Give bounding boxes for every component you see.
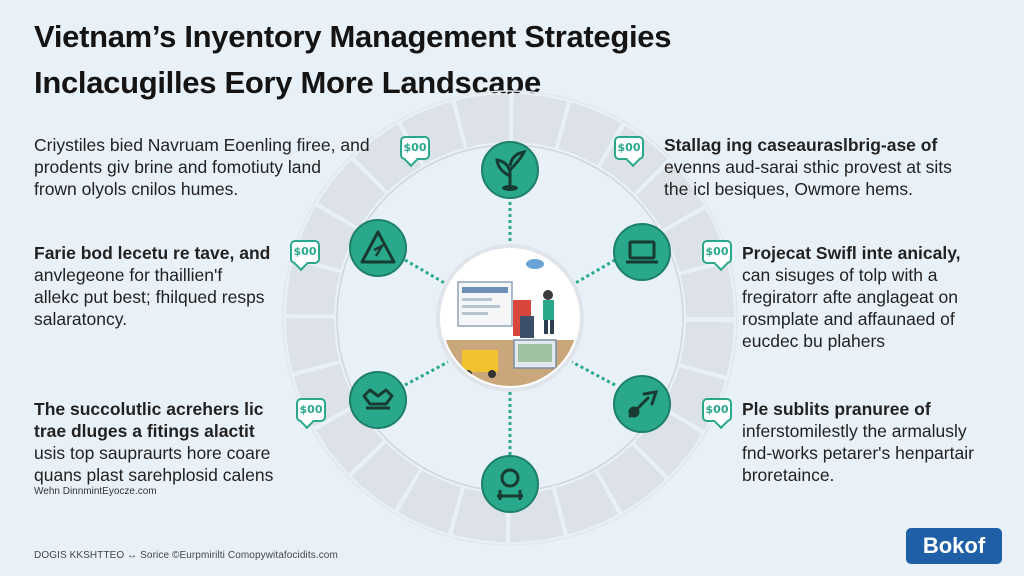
text-line: frown olyols cnilos humes. [34,179,239,199]
worker-leg [550,320,554,334]
text-line: eucdec bu plahers [742,331,886,351]
worker-body [543,300,554,320]
forklift-wheel [488,370,496,378]
forklift [462,350,498,372]
worker-head [543,290,553,300]
worker-leg [544,320,548,334]
connector-upper-left [404,258,449,287]
connector-upper-right [571,258,616,287]
money-tag-icon: $00 [702,240,732,264]
connector-lower-right [571,360,616,387]
money-tag-icon: $00 [400,136,430,160]
text-block-top-right: Stallag ing caseauraslbrig-ase of evenns… [664,134,1004,200]
node-bottom [481,455,539,513]
brand-logo[interactable]: Bokof [906,528,1002,564]
text-line: allekc put best; fhilqued resps [34,287,265,307]
money-tag-icon: $00 [296,398,326,422]
text-line-lead: trae dluges a fitings alactit [34,421,255,441]
title-line-1: Vietnam’s Inyentory Management Strategie… [34,19,672,54]
center-warehouse-scene [436,244,584,392]
text-line: prodents giv brine and fomotiuty land [34,157,321,177]
title-line-2: Inclacugilles Eory More Landscape [34,65,541,100]
node-top [481,141,539,199]
text-line: the icl besiques, Owmore hems. [664,179,913,199]
layers-icon [362,388,394,410]
text-line: evenns aud-sarai sthic provest at sits [664,157,952,177]
laptop-icon [626,240,658,264]
node-bottom-circle [481,455,539,513]
text-line-lead: Projecat Swifl inte anicaly, [742,243,961,263]
text-line: can sisuges of tolp with a [742,265,938,285]
monitor-screen [518,344,552,362]
text-block-mid-left: Farie bod lecetu re tave, and anvlegeone… [34,242,324,330]
ring-outer-edge [282,90,738,546]
node-lower-right [613,375,671,433]
connector-lower-left [404,360,449,387]
text-line-lead: Farie bod lecetu re tave, and [34,243,271,263]
plant-icon [495,150,527,191]
text-line: usis top saupraurts hore coare [34,443,271,463]
node-lower-left-circle [349,371,407,429]
warning-triangle-icon [360,230,396,264]
outer-ring [282,90,738,546]
doc-line [462,305,500,308]
text-line-lead: The succolutlic acrehers lic [34,399,264,419]
money-tag-icon: $00 [614,136,644,160]
text-block-bottom-right: Ple sublits pranuree of inferstomilestly… [742,398,1004,486]
text-block-mid-right: Projecat Swifl inte anicaly, can sisuges… [742,242,1004,352]
connectors [404,196,616,455]
text-line: inferstomilestly the armalusly [742,421,967,441]
text-line-lead: Stallag ing caseauraslbrig-ase of [664,135,938,155]
text-line: broretaince. [742,465,835,485]
node-upper-left [349,219,407,277]
doc-header [462,287,508,293]
text-line: anvlegeone for thaillien'f [34,265,223,285]
doc-line [462,312,488,315]
text-block-bottom-left: The succolutlic acrehers lic trae dluges… [34,398,324,486]
text-line: fregiratorr afte anglageat on [742,287,958,307]
text-line: quans plast sarehplosid calens [34,465,274,485]
node-upper-right-circle [613,223,671,281]
source-note: Wehn DinnmintEyocze.com [34,486,157,497]
dark-box [520,316,534,338]
text-line: salaratoncy. [34,309,128,329]
node-upper-right [613,223,671,281]
ring-gaps [285,93,735,543]
cloud-icon [526,259,544,269]
text-line-lead: Ple sublits pranuree of [742,399,931,419]
text-block-top-left: Criystiles bied Navruam Eoenling firee, … [34,134,394,200]
text-line: rosmplate and affaunaed of [742,309,955,329]
footer-credit: DOGIS KKSHTTEO ↔ Sorice ©Eurpmirilti Com… [34,550,338,561]
hand-money-icon [497,468,523,500]
doc-line [462,298,492,301]
money-tag-icon: $00 [290,240,320,264]
money-tag-icon: $00 [702,398,732,422]
wrench-icon [628,390,659,418]
text-line: fnd-works petarer's henpartair [742,443,974,463]
text-line: Criystiles bied Navruam Eoenling firee, … [34,135,370,155]
node-lower-left [349,371,407,429]
page-title: Vietnam’s Inyentory Management Strategie… [34,14,994,106]
